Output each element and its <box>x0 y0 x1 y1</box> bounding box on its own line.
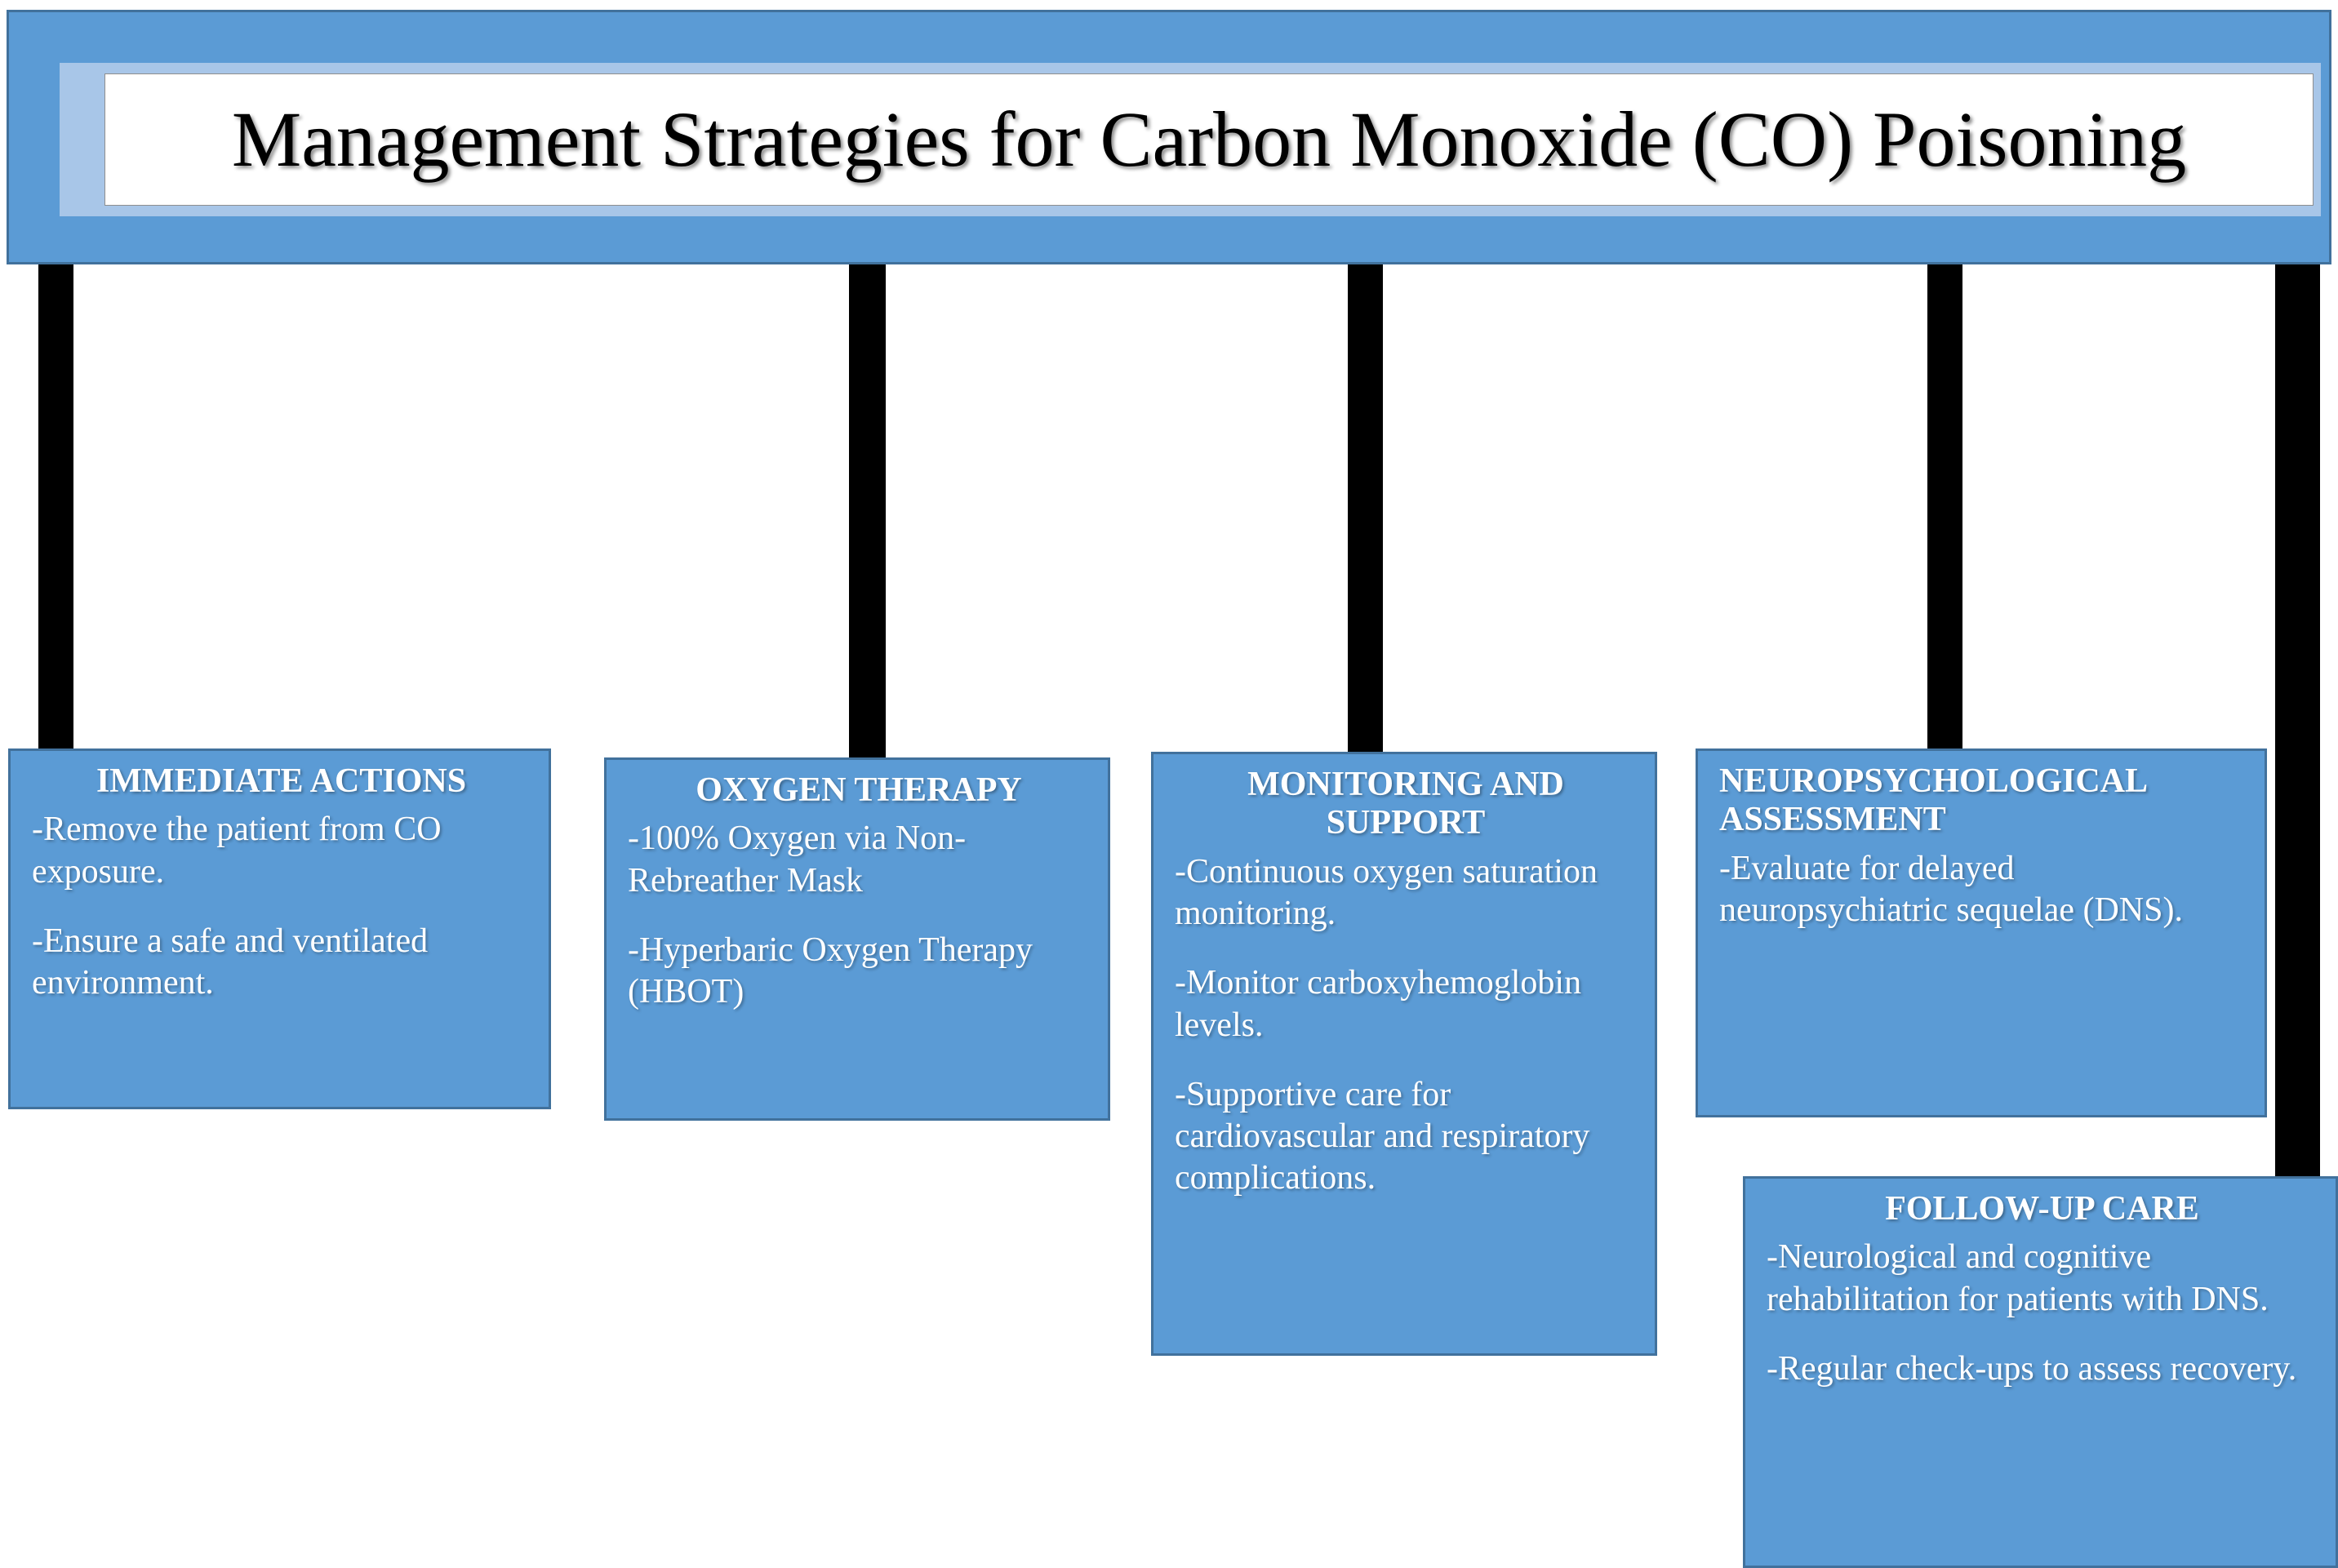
bullet-item: -Hyperbaric Oxygen Therapy (HBOT) <box>628 931 1033 1011</box>
node-box-follow-up-care[interactable]: FOLLOW-UP CARE -Neurological and cogniti… <box>1743 1176 2338 1568</box>
connector-line-immediate-actions <box>38 264 73 751</box>
header-inner-frame: Management Strategies for Carbon Monoxid… <box>60 63 2321 216</box>
connector-line-monitoring-and-support <box>1348 264 1383 754</box>
node-box-oxygen-therapy[interactable]: OXYGEN THERAPY -100% Oxygen via Non-Rebr… <box>604 757 1110 1121</box>
bullet-item: -Monitor carboxyhemoglobin levels. <box>1175 964 1582 1044</box>
bullet-item: -Supportive care for cardiovascular and … <box>1175 1075 1590 1197</box>
node-title-neuropsychological-assessment: NEUROPSYCHOLOGICAL ASSESSMENT <box>1719 762 2146 839</box>
node-box-monitoring-and-support[interactable]: MONITORING AND SUPPORT -Continuous oxyge… <box>1151 752 1657 1356</box>
node-body-neuropsychological-assessment: -Evaluate for delayed neuropsychiatric s… <box>1719 848 2247 931</box>
connector-line-neuropsychological-assessment <box>1927 264 1962 751</box>
node-box-neuropsychological-assessment[interactable]: NEUROPSYCHOLOGICAL ASSESSMENT -Evaluate … <box>1696 748 2267 1117</box>
page-title: Management Strategies for Carbon Monoxid… <box>231 95 2187 183</box>
bullet-item: -Continuous oxygen saturation monitoring… <box>1175 852 1598 933</box>
node-body-oxygen-therapy: -100% Oxygen via Non-Rebreather Mask -Hy… <box>628 818 1090 1013</box>
header-banner: Management Strategies for Carbon Monoxid… <box>7 10 2331 264</box>
node-title-immediate-actions: IMMEDIATE ACTIONS <box>96 762 467 800</box>
bullet-item: -Ensure a safe and ventilated environmen… <box>32 922 429 1002</box>
node-box-immediate-actions[interactable]: IMMEDIATE ACTIONS -Remove the patient fr… <box>8 748 551 1109</box>
header-title-box: Management Strategies for Carbon Monoxid… <box>104 73 2314 206</box>
bullet-item: -100% Oxygen via Non-Rebreather Mask <box>628 820 967 899</box>
bullet-item: -Evaluate for delayed neuropsychiatric s… <box>1719 849 2183 930</box>
node-body-immediate-actions: -Remove the patient from CO exposure. -E… <box>32 809 531 1004</box>
bullet-item: -Neurological and cognitive rehabilitati… <box>1767 1238 2269 1318</box>
connector-line-oxygen-therapy <box>849 264 886 760</box>
connector-line-follow-up-care <box>2275 264 2320 1179</box>
node-title-oxygen-therapy: OXYGEN THERAPY <box>696 771 1022 809</box>
bullet-item: -Remove the patient from CO exposure. <box>32 811 442 891</box>
node-body-follow-up-care: -Neurological and cognitive rehabilitati… <box>1767 1237 2318 1390</box>
node-title-follow-up-care: FOLLOW-UP CARE <box>1885 1190 2199 1228</box>
node-body-monitoring-and-support: -Continuous oxygen saturation monitoring… <box>1175 851 1637 1200</box>
bullet-item: -Regular check-ups to assess recovery. <box>1767 1349 2297 1388</box>
node-title-monitoring-and-support: MONITORING AND SUPPORT <box>1247 766 1564 842</box>
